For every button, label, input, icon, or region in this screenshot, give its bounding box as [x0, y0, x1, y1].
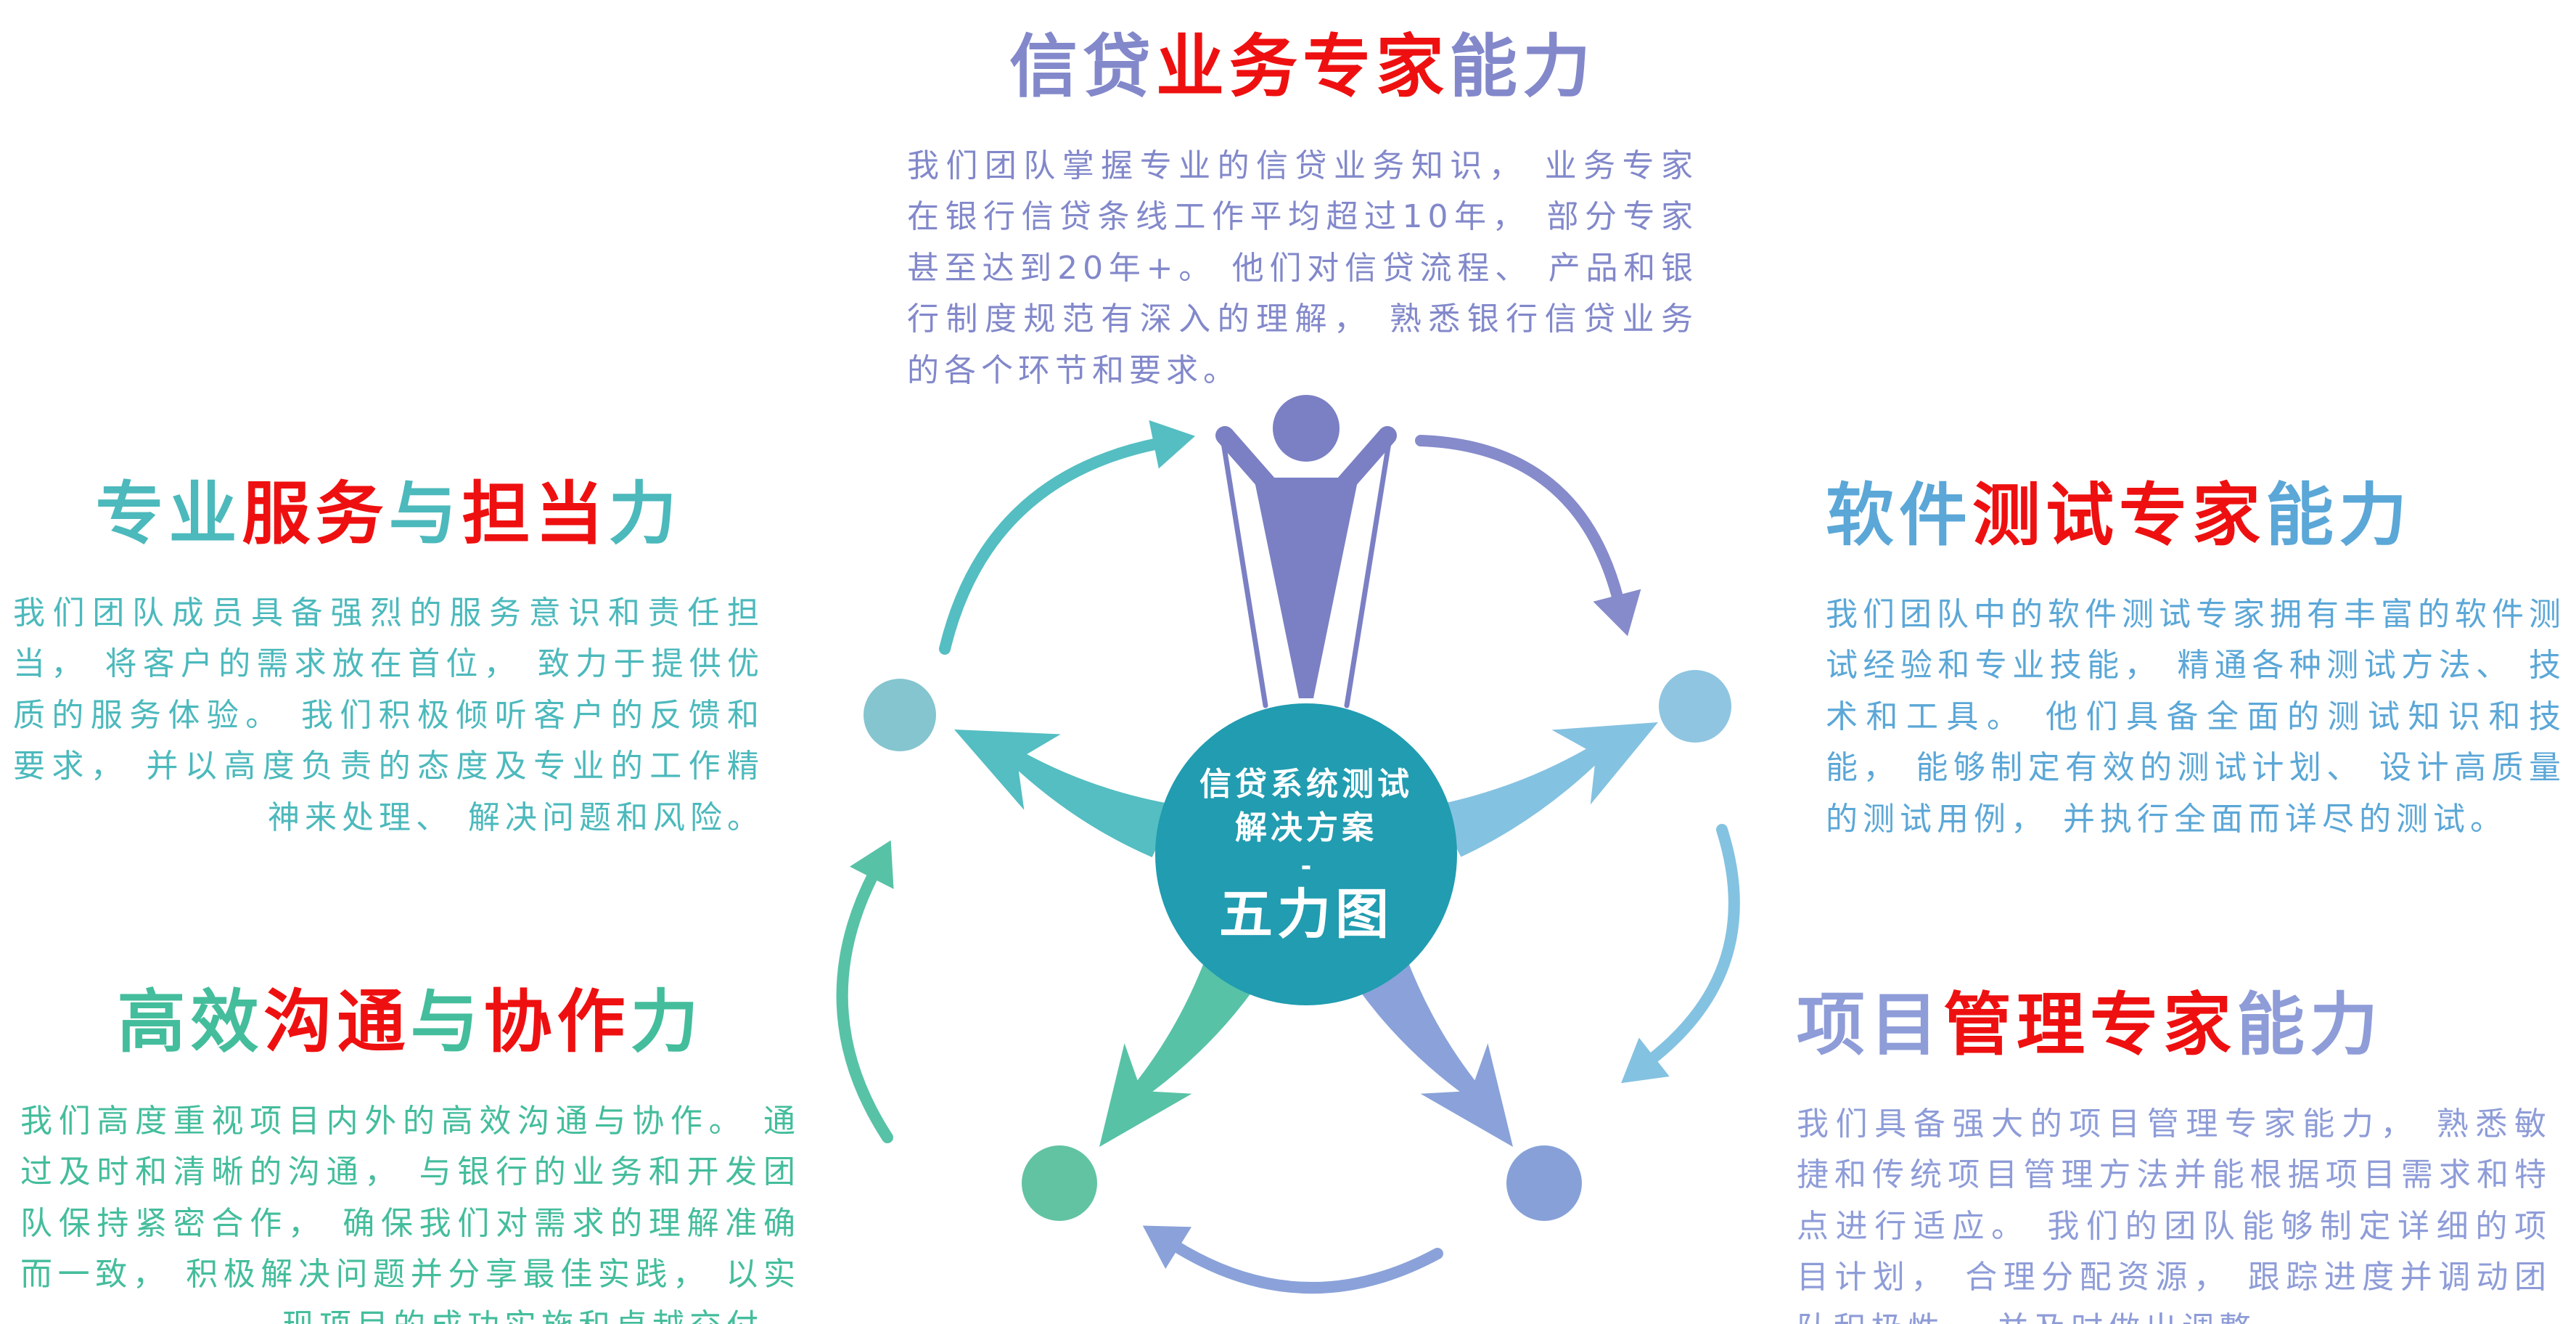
title-segment-highlight: 业务专家 — [1155, 28, 1449, 107]
title-segment-highlight: 担当 — [462, 475, 609, 554]
section-credit-business: 信贷业务专家能力 我们团队掌握专业的信贷业务知识， 业务专家在银行信贷条线工作平… — [907, 12, 1698, 396]
section-communication: 高效沟通与协作力 我们高度重视项目内外的高效沟通与协作。 通过及时和清晰的沟通，… — [20, 967, 800, 1324]
center-separator: - — [1300, 851, 1312, 882]
title-segment: 软件 — [1826, 476, 1973, 555]
section-title-software-testing: 软件测试专家能力 — [1826, 460, 2566, 559]
title-segment-highlight: 沟通 — [263, 983, 411, 1062]
node-circle-bottom-left — [1022, 1145, 1097, 1221]
person-body — [1254, 478, 1358, 698]
person-right-arm — [1326, 426, 1397, 504]
title-segment: 能力 — [2265, 476, 2413, 555]
title-segment: 力 — [630, 983, 704, 1062]
arc-arrow-top-to-right — [1415, 435, 1624, 605]
node-circle-left — [864, 679, 936, 751]
swoosh-arrow-center-to-left — [954, 730, 1178, 858]
person-icon — [1215, 395, 1397, 708]
title-segment: 与 — [388, 475, 462, 554]
center-line2: 解决方案 — [1235, 809, 1377, 846]
title-segment: 能力 — [1449, 28, 1596, 107]
section-title-credit-business: 信贷业务专家能力 — [907, 12, 1698, 110]
center-circle: 信贷系统测试 解决方案 - 五力图 — [1155, 703, 1457, 1005]
swoosh-arrow-center-to-right — [1434, 722, 1658, 857]
person-head — [1273, 395, 1340, 462]
title-segment-highlight: 服务 — [242, 475, 389, 554]
person-left-arm — [1215, 426, 1287, 504]
arc-arrow-top-to-right-head — [1593, 589, 1641, 637]
node-circle-bottom-right — [1506, 1145, 1582, 1221]
swoosh-arrow-center-to-bottom-left — [1099, 955, 1253, 1147]
person-right-guide-line — [1344, 440, 1392, 708]
diagram-nodes — [864, 395, 1731, 1221]
title-segment-highlight: 管理专家 — [1943, 986, 2237, 1065]
title-segment: 能力 — [2236, 986, 2384, 1065]
section-software-testing: 软件测试专家能力 我们团队中的软件测试专家拥有丰富的软件测试经验和专业技能， 精… — [1826, 460, 2566, 845]
section-body-communication: 我们高度重视项目内外的高效沟通与协作。 通过及时和清晰的沟通， 与银行的业务和开… — [20, 1103, 800, 1324]
title-segment: 信贷 — [1009, 28, 1156, 107]
title-segment-highlight: 协作 — [483, 983, 631, 1062]
section-body-project-management: 我们具备强大的项目管理专家能力， 熟悉敏捷和传统项目管理方法并能根据项目需求和特… — [1797, 1106, 2551, 1324]
title-segment: 项目 — [1797, 986, 1944, 1065]
arc-arrow-bottom-right-to-bottom-left — [1169, 1240, 1443, 1294]
section-body-professional-service: 我们团队成员具备强烈的服务意识和责任担当， 将客户的需求放在首位， 致力于提供优… — [13, 594, 764, 836]
node-circle-right — [1659, 670, 1731, 743]
section-body-software-testing: 我们团队中的软件测试专家拥有丰富的软件测试经验和专业技能， 精通各种测试方法、 … — [1826, 596, 2566, 838]
cycle-diagram — [836, 395, 1740, 1294]
center-title: 五力图 — [1219, 883, 1393, 946]
title-segment: 专业 — [95, 475, 242, 554]
swoosh-arrow-center-to-bottom-right — [1359, 955, 1513, 1147]
title-segment: 力 — [608, 475, 682, 554]
arc-arrow-bottom-left-to-left — [836, 868, 893, 1143]
arc-arrow-right-to-bottom-right-head — [1621, 1037, 1670, 1084]
section-title-professional-service: 专业服务与担当力 — [13, 459, 764, 557]
center-line1: 信贷系统测试 — [1199, 766, 1413, 804]
arc-arrow-bottom-right-to-bottom-left-head — [1142, 1225, 1192, 1270]
section-professional-service: 专业服务与担当力 我们团队成员具备强烈的服务意识和责任担当， 将客户的需求放在首… — [13, 459, 764, 843]
title-segment-highlight: 测试专家 — [1972, 476, 2266, 555]
arc-arrow-left-to-top — [939, 438, 1164, 655]
arc-arrow-bottom-left-to-left-head — [849, 840, 894, 889]
title-segment: 与 — [410, 983, 484, 1062]
section-project-management: 项目管理专家能力 我们具备强大的项目管理专家能力， 熟悉敏捷和传统项目管理方法并… — [1797, 970, 2551, 1324]
arc-arrow-right-to-bottom-right — [1645, 824, 1740, 1066]
arc-arrow-left-to-top-head — [1149, 420, 1195, 469]
title-segment: 高效 — [117, 983, 264, 1062]
section-title-project-management: 项目管理专家能力 — [1797, 970, 2551, 1068]
person-left-guide-line — [1221, 440, 1268, 708]
section-body-credit-business: 我们团队掌握专业的信贷业务知识， 业务专家在银行信贷条线工作平均超过10年， 部… — [907, 147, 1698, 389]
section-title-communication: 高效沟通与协作力 — [20, 967, 800, 1066]
